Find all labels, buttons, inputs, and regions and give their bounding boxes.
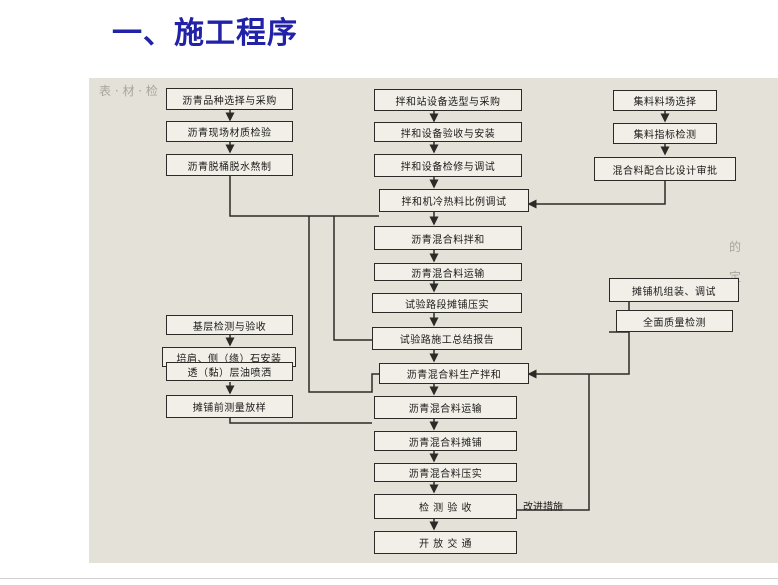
node-production-transport: 沥青混合料运输 [374, 396, 517, 419]
bg-text-fragment: 的 [729, 240, 742, 254]
node-aggregate-site: 集料料场选择 [613, 90, 717, 111]
footer-divider [0, 578, 778, 579]
flow-connectors [225, 110, 670, 531]
node-asphalt-selection: 沥青品种选择与采购 [166, 88, 293, 110]
node-mix-transport: 沥青混合料运输 [374, 263, 522, 281]
node-production-mixing: 沥青混合料生产拌和 [379, 363, 529, 384]
page-title: 一、施工程序 [112, 16, 298, 51]
node-aggregate-testing: 集料指标检测 [613, 123, 717, 144]
node-plant-selection: 拌和站设备选型与采购 [374, 89, 522, 111]
node-paver-assembly: 摊铺机组装、调试 [609, 278, 739, 302]
node-plant-maintenance: 拌和设备检修与调试 [374, 154, 522, 177]
bg-text-fragment: 表 · 材 · 检 [99, 84, 158, 98]
node-mix-paving: 沥青混合料摊铺 [374, 431, 517, 451]
node-mix-design-approval: 混合料配合比设计审批 [594, 157, 736, 181]
flowchart-photo: 表 · 材 · 检 的 定 沥青品种选择与采购 沥青现场材质检验 沥青脱桶脱水熬… [89, 78, 778, 563]
node-quality-inspection: 全面质量检测 [616, 310, 733, 332]
node-tack-coat-spraying: 透（黏）层油喷洒 [166, 362, 293, 381]
node-asphalt-inspection: 沥青现场材质检验 [166, 121, 293, 142]
node-pre-paving-survey: 摊铺前测量放样 [166, 395, 293, 418]
node-inspection-acceptance: 检 测 验 收 [374, 494, 517, 519]
node-mix-compaction: 沥青混合料压实 [374, 463, 517, 482]
node-plant-installation: 拌和设备验收与安装 [374, 122, 522, 142]
node-test-section-paving: 试验路段摊铺压实 [372, 293, 522, 313]
node-cold-hot-calibration: 拌和机冷热料比例调试 [379, 189, 529, 212]
node-open-traffic: 开 放 交 通 [374, 531, 517, 554]
node-mix-mixing: 沥青混合料拌和 [374, 226, 522, 250]
node-test-section-report: 试验路施工总结报告 [372, 327, 522, 350]
edge-label-improvement: 改进措施 [523, 502, 563, 513]
node-asphalt-dehydration: 沥青脱桶脱水熬制 [166, 154, 293, 176]
node-base-inspection: 基层检测与验收 [166, 315, 293, 335]
